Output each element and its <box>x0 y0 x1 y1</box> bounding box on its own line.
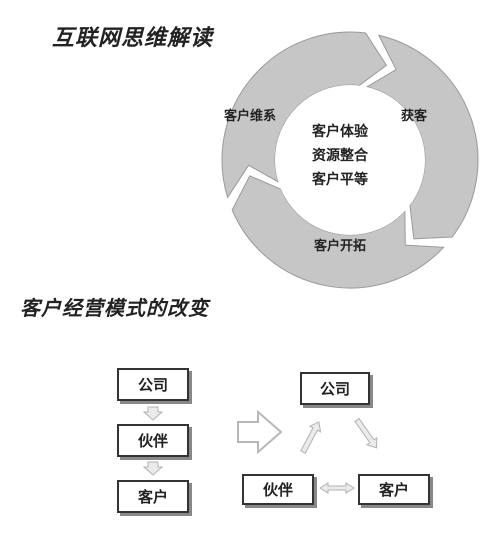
diagonal-arrow-icon <box>300 421 322 454</box>
segment-label-retention: 客户维系 <box>224 108 276 124</box>
down-arrow-icon <box>142 461 164 476</box>
diagonal-arrow-icon <box>354 417 378 449</box>
triangle-box-customer: 客户 <box>358 474 430 505</box>
linear-box-partner: 伙伴 <box>117 424 189 457</box>
linear-box-customer: 客户 <box>117 480 189 513</box>
triangle-box-company: 公司 <box>300 372 370 405</box>
triangle-box-partner: 伙伴 <box>242 474 314 505</box>
transition-arrow-icon <box>237 409 283 455</box>
center-line-integration: 资源整合 <box>312 147 369 164</box>
segment-label-acquisition: 获客 <box>401 108 428 124</box>
cycle-center-circle <box>275 85 425 235</box>
center-line-equality: 客户平等 <box>311 171 368 188</box>
section1-title: 互联网思维解读 <box>52 26 214 51</box>
center-line-experience: 客户体验 <box>311 123 369 140</box>
bidirectional-arrow-icon <box>319 482 355 494</box>
linear-box-company: 公司 <box>117 368 189 401</box>
ring-segments <box>221 31 479 289</box>
segment-label-expansion: 客户开拓 <box>314 238 366 254</box>
cycle-diagram: 客户维系 获客 客户开拓 客户体验 资源整合 客户平等 <box>221 31 479 289</box>
linear-flow-arrows <box>142 406 164 476</box>
section2-title: 客户经营模式的改变 <box>20 296 209 320</box>
down-arrow-icon <box>142 406 164 421</box>
triangle-flow-arrows <box>300 417 378 494</box>
